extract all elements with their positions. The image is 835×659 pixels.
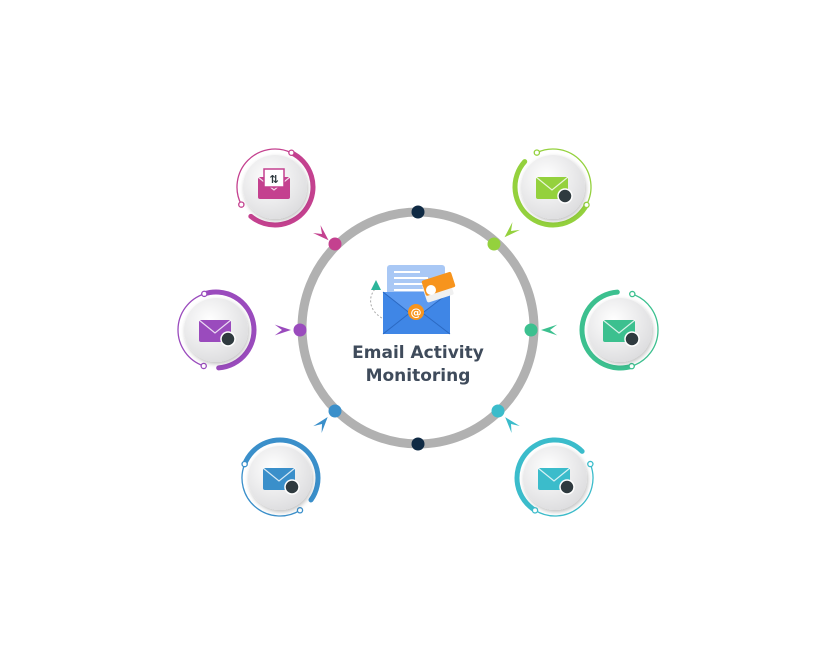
arc-end-dot bbox=[628, 362, 635, 370]
arrowhead-email-received-user bbox=[313, 417, 328, 433]
thick-arc-email-exchange bbox=[248, 149, 316, 228]
arc-end-dot bbox=[201, 290, 208, 298]
arc-end-dot bbox=[583, 201, 590, 209]
envelope-arrows-icon: ⇅ bbox=[257, 168, 291, 199]
center-title-line1: Email Activity bbox=[352, 343, 484, 363]
badge bbox=[557, 188, 573, 204]
arrowhead-email-sent bbox=[504, 222, 520, 238]
envelope-at-icon bbox=[602, 319, 640, 347]
card-dot bbox=[426, 285, 436, 295]
envelope-x-icon bbox=[198, 319, 236, 347]
arrowhead-email-address bbox=[541, 324, 558, 336]
thick-arc-email-download-group bbox=[514, 437, 585, 514]
thick-arc-email-sent bbox=[512, 159, 590, 228]
arc-end-dot bbox=[629, 290, 636, 298]
node-email-address bbox=[524, 289, 659, 371]
top-anchor-dot bbox=[411, 205, 425, 219]
letter-line bbox=[394, 277, 428, 279]
thick-arc-email-received-user bbox=[241, 437, 321, 503]
arrows-glyph: ⇅ bbox=[269, 173, 278, 186]
arc-end-dot bbox=[288, 149, 295, 156]
node-email-download-group bbox=[491, 404, 594, 517]
dashed-path bbox=[370, 287, 383, 319]
arc-end-dot bbox=[533, 149, 541, 156]
paper-plane bbox=[371, 280, 381, 290]
center-title-line2: Monitoring bbox=[365, 366, 471, 386]
envelope-flap bbox=[262, 467, 296, 482]
center-envelope-icon: @ bbox=[370, 265, 456, 335]
badge bbox=[220, 331, 236, 347]
thin-arc-email-sent bbox=[536, 148, 592, 206]
arc-end-dot bbox=[531, 507, 539, 514]
arc-end-dot bbox=[296, 507, 304, 514]
thin-arc-email-address bbox=[631, 293, 659, 367]
arrowhead-email-exchange bbox=[313, 225, 329, 241]
bottom-anchor-dot bbox=[411, 437, 425, 451]
ring-dot-email-address bbox=[524, 323, 538, 337]
envelope-flap bbox=[198, 319, 232, 334]
at-symbol: @ bbox=[411, 306, 422, 319]
thin-arc-email-exchange bbox=[236, 148, 292, 205]
letter-line bbox=[394, 289, 428, 291]
node-email-sent bbox=[487, 148, 592, 251]
center-title: Email Activity Monitoring bbox=[318, 342, 518, 388]
envelope-flap bbox=[535, 176, 569, 191]
thick-arc-email-address bbox=[579, 289, 635, 371]
node-email-blocked bbox=[177, 289, 307, 371]
ring-dot-email-sent bbox=[487, 237, 501, 251]
arrowhead-email-blocked bbox=[274, 324, 291, 336]
at-badge bbox=[408, 304, 424, 320]
thick-arc-email-blocked bbox=[201, 289, 257, 371]
document-sheet bbox=[263, 168, 285, 188]
arc-end-dot bbox=[241, 460, 248, 468]
badge bbox=[284, 479, 300, 495]
letter-line bbox=[394, 271, 420, 273]
envelope-group-icon bbox=[537, 467, 575, 495]
ring-dot-email-blocked bbox=[293, 323, 307, 337]
thin-arc-email-received-user bbox=[241, 463, 301, 517]
letter-line bbox=[394, 283, 428, 285]
node-email-received-user bbox=[241, 404, 342, 517]
thin-arc-email-download-group bbox=[534, 463, 594, 517]
arc-end-dot bbox=[587, 460, 594, 468]
badge bbox=[559, 479, 575, 495]
arc-end-dot bbox=[200, 362, 207, 370]
ring-dot-email-exchange bbox=[328, 237, 342, 251]
envelope-send-icon bbox=[535, 176, 573, 204]
ring-dot-email-download-group bbox=[491, 404, 505, 418]
node-email-exchange: ⇅ bbox=[236, 148, 342, 251]
arc-end-dot bbox=[238, 201, 245, 208]
envelope-user-icon bbox=[262, 467, 300, 495]
envelope-flap bbox=[537, 467, 571, 482]
badge bbox=[624, 331, 640, 347]
envelope-flap bbox=[602, 319, 636, 334]
thin-arc-email-blocked bbox=[177, 293, 205, 367]
arrowhead-email-download-group bbox=[505, 417, 520, 433]
ring-dot-email-received-user bbox=[328, 404, 342, 418]
